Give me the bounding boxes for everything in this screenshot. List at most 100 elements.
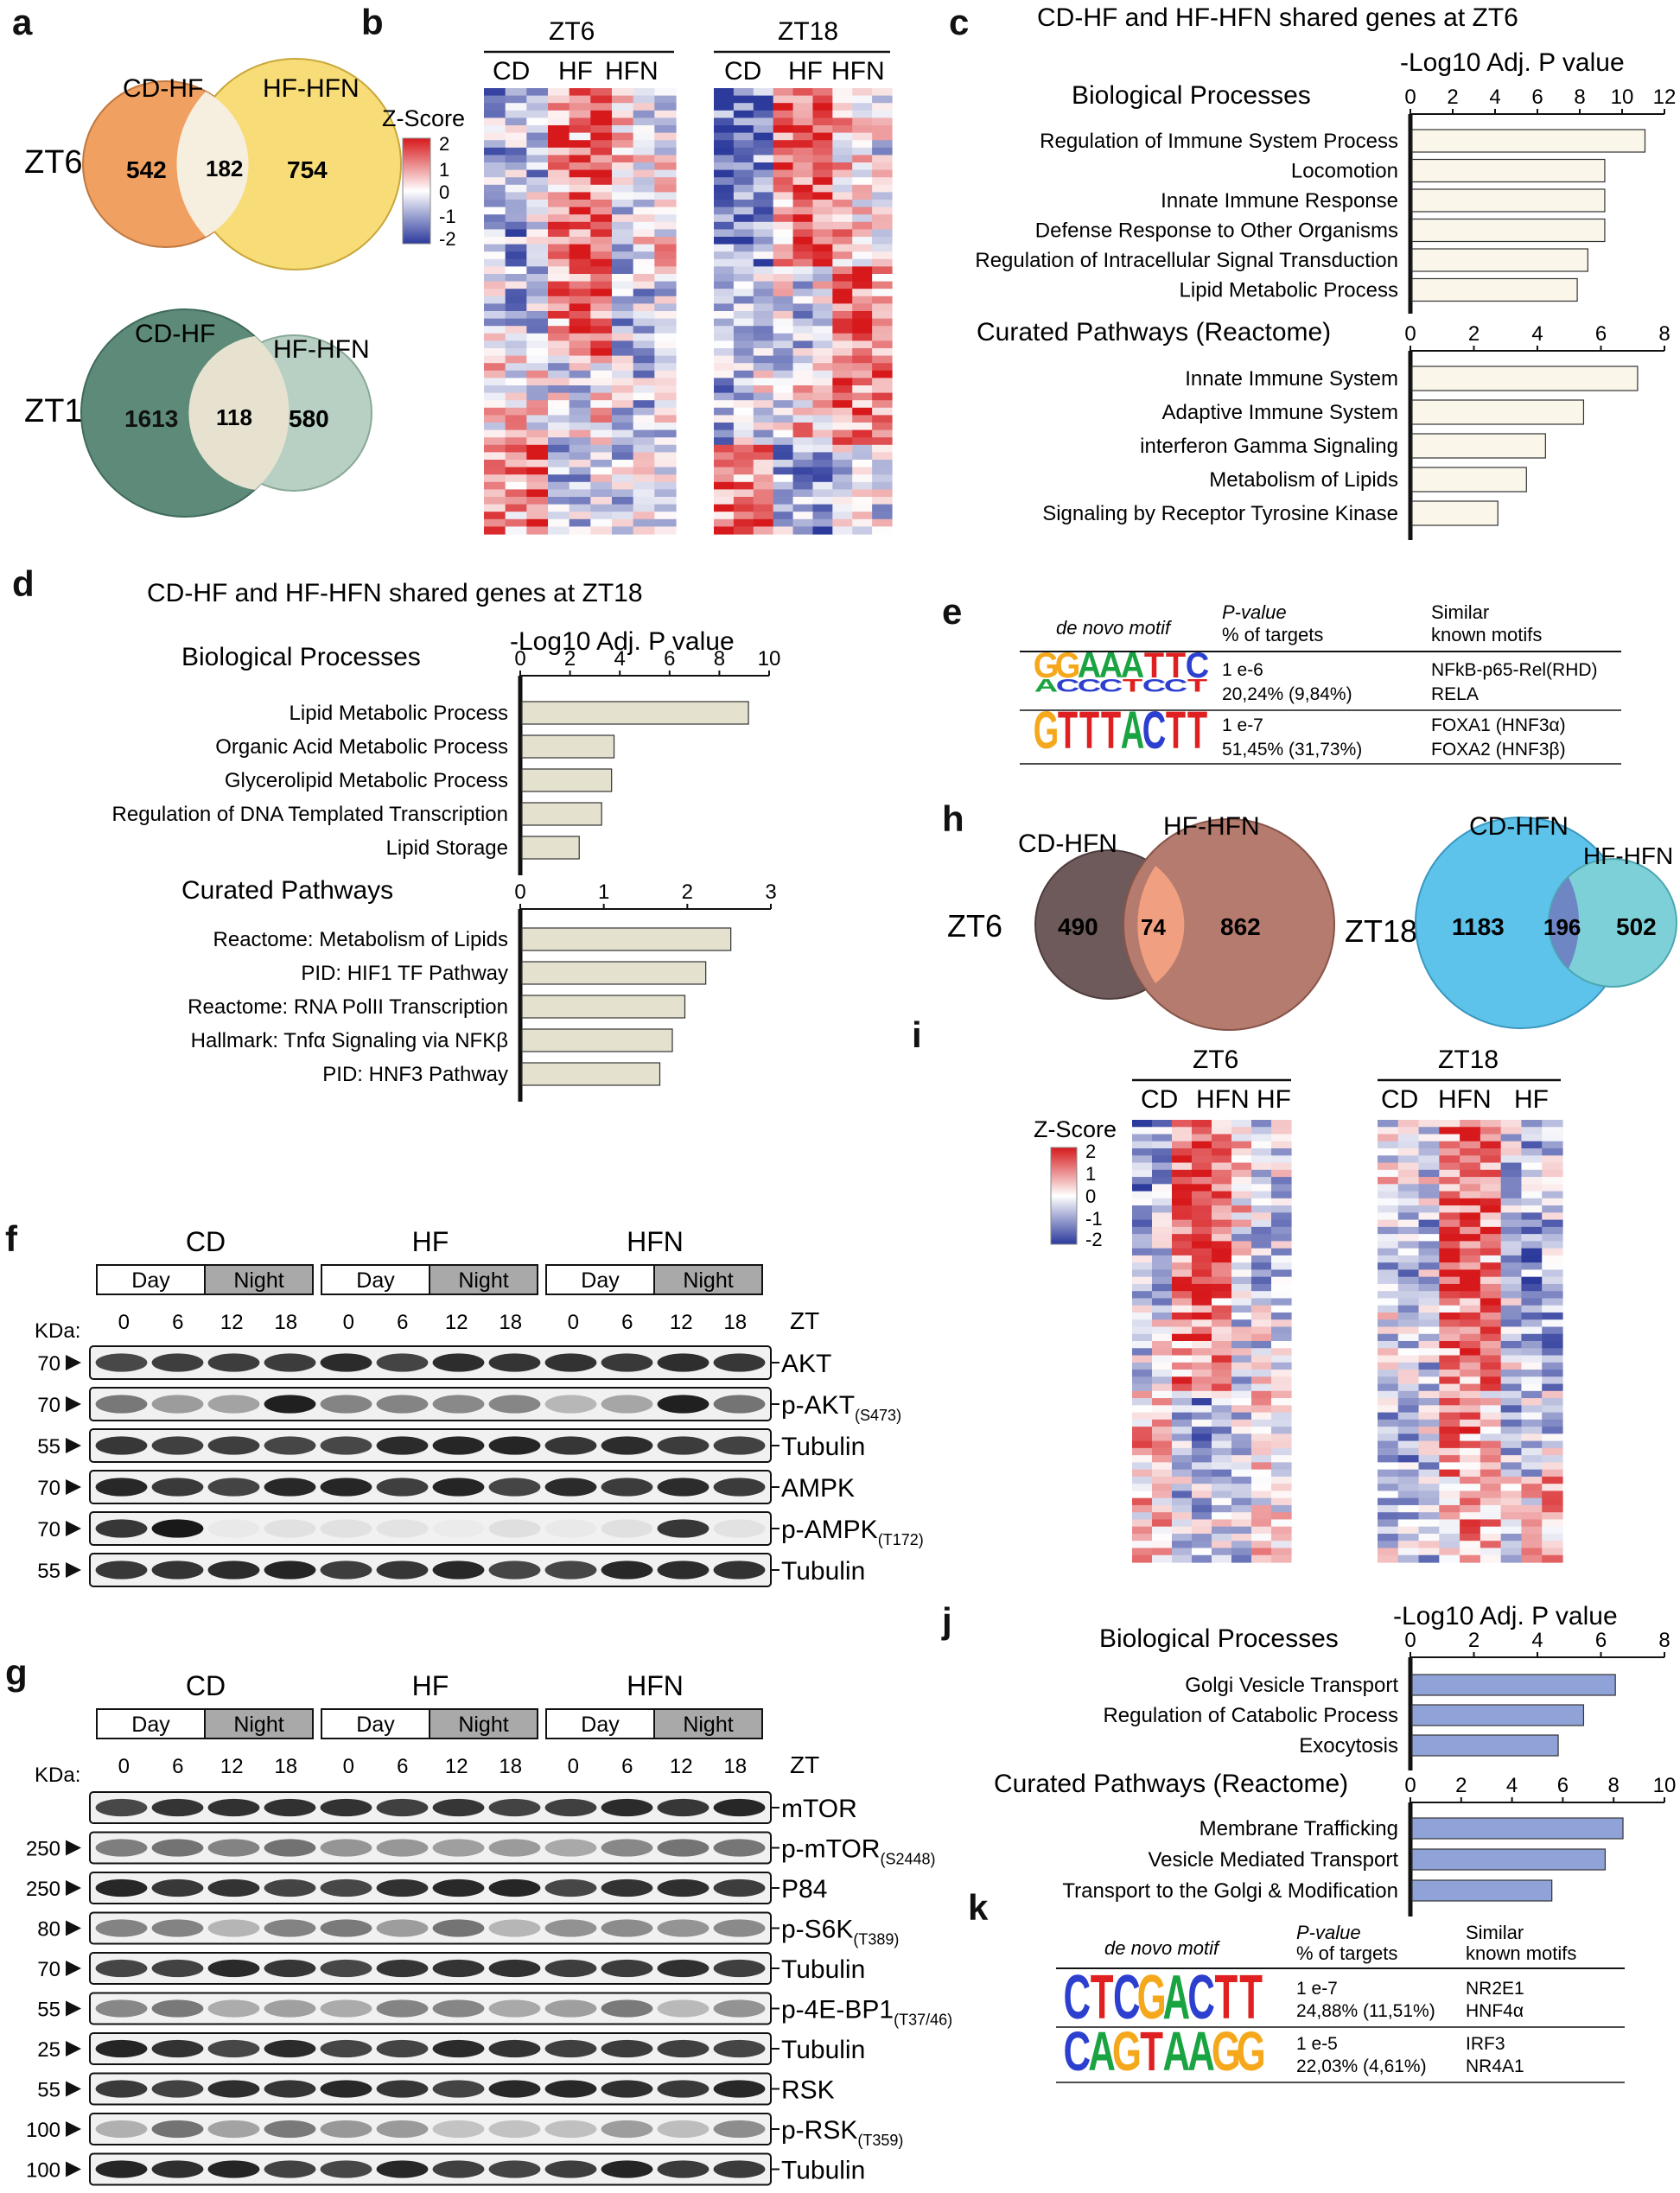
blot-band — [488, 2080, 541, 2098]
heatmap-cell — [1132, 1348, 1153, 1357]
heatmap-cell — [1271, 1519, 1292, 1528]
heatmap-cell — [1212, 1134, 1232, 1142]
heatmap-cell — [1521, 1162, 1543, 1171]
blot-band — [544, 1999, 597, 2018]
heatmap-cell — [505, 504, 527, 512]
heatmap-cell — [1378, 1390, 1399, 1399]
panel-letter-f: f — [5, 1218, 18, 1259]
heatmap-cell — [1152, 1554, 1173, 1563]
motif-letter: A — [1034, 675, 1059, 696]
motif-letter: T — [1187, 675, 1208, 696]
panel-a-venn-zt6: ZT6 CD-HF HF-HFN 542 182 754 — [24, 58, 402, 270]
heatmap-cell — [733, 415, 754, 423]
heatmap-cell — [832, 489, 853, 498]
heatmap-cell — [1500, 1212, 1523, 1221]
heatmap-cell — [812, 333, 833, 341]
heatmap-cell — [548, 429, 570, 438]
venn-left-count: 490 — [1058, 913, 1098, 940]
heatmap-cell — [1542, 1390, 1563, 1399]
zt-label: 12 — [220, 1755, 244, 1778]
heatmap-cell — [1480, 1162, 1502, 1171]
heatmap-cell — [773, 392, 794, 401]
heatmap-cell — [1542, 1155, 1563, 1164]
heatmap-cell — [792, 177, 814, 186]
heatmap-cell — [1192, 1169, 1212, 1178]
heatmap-cell — [526, 192, 549, 200]
heatmap-cell — [1271, 1148, 1292, 1156]
heatmap-cell — [1439, 1497, 1460, 1506]
heatmap-cell — [612, 103, 634, 111]
heatmap-cell — [1480, 1519, 1502, 1528]
heatmap-cell — [633, 155, 655, 163]
known-col-header: Similar — [1466, 1922, 1524, 1943]
heatmap-cell — [1152, 1319, 1173, 1328]
heatmap-cell — [1152, 1241, 1173, 1249]
heatmap-cell — [1378, 1177, 1399, 1185]
heatmap-cell — [812, 125, 833, 134]
heatmap-cell — [773, 303, 794, 312]
heatmap-cell — [1480, 1255, 1502, 1263]
heatmap-cell — [1231, 1462, 1252, 1471]
heatmap-cell — [505, 229, 527, 238]
chart-section-title: Biological Processes — [1072, 81, 1311, 110]
heatmap-cell — [548, 311, 570, 320]
heatmap-cell — [1192, 1234, 1212, 1242]
heatmap-cell — [548, 274, 570, 283]
blot-band — [657, 2120, 710, 2139]
bar — [521, 836, 580, 860]
venn-right-count: 580 — [289, 405, 329, 432]
heatmap-cell — [633, 140, 655, 149]
heatmap-cell — [1172, 1326, 1193, 1335]
heatmap-cell — [1521, 1341, 1543, 1349]
motif-letter: G — [1034, 701, 1060, 760]
blot-band — [488, 2120, 541, 2139]
heatmap-cell — [872, 251, 893, 260]
heatmap-cell — [1460, 1148, 1481, 1156]
heatmap-cell — [1271, 1319, 1292, 1328]
heatmap-cell — [1521, 1134, 1543, 1142]
panel-c-axis-title: -Log10 Adj. P value — [1400, 48, 1625, 77]
heatmap-cell — [1480, 1541, 1502, 1549]
heatmap-cell — [590, 155, 613, 163]
heatmap-cell — [1480, 1484, 1502, 1492]
heatmap-cell — [548, 207, 570, 215]
heatmap-cell — [1439, 1326, 1460, 1335]
heatmap-cell — [1542, 1462, 1563, 1471]
heatmap-cell — [569, 147, 591, 156]
heatmap-cell — [1542, 1305, 1563, 1313]
marker-kda: 100 — [26, 2159, 60, 2183]
heatmap-cell — [1378, 1291, 1399, 1300]
protein-label: mTOR — [781, 1795, 857, 1823]
heatmap-cell — [1378, 1427, 1399, 1434]
heatmap-cell — [1152, 1526, 1173, 1535]
blot-band — [544, 1436, 597, 1455]
heatmap-cell — [1231, 1440, 1252, 1449]
heatmap-cell — [773, 251, 794, 260]
heatmap-cell — [1397, 1127, 1420, 1135]
heatmap-cell — [1378, 1269, 1399, 1278]
heatmap-cell — [1397, 1383, 1420, 1392]
heatmap-cell — [773, 88, 794, 97]
heatmap-cell — [1132, 1427, 1153, 1434]
heatmap-cell — [832, 518, 853, 527]
x-tick-label: 10 — [758, 647, 781, 671]
heatmap-cell — [1480, 1341, 1502, 1349]
bar — [521, 734, 615, 759]
heatmap-cell — [1521, 1184, 1543, 1192]
heatmap-cell — [505, 385, 527, 394]
heatmap-cell — [753, 200, 774, 208]
heatmap-cell — [548, 244, 570, 252]
heatmap-cell — [1439, 1219, 1460, 1228]
heatmap-cell — [753, 392, 774, 401]
marker-kda: 70 — [37, 1352, 60, 1376]
zscore-tick: 1 — [439, 159, 449, 181]
heatmap-cell — [792, 355, 814, 364]
heatmap-cell — [526, 348, 549, 357]
heatmap-cell — [1521, 1519, 1543, 1528]
heatmap-cell — [590, 244, 613, 252]
heatmap-cell — [1378, 1234, 1399, 1242]
heatmap-cell — [773, 429, 794, 438]
heatmap-cell — [852, 385, 873, 394]
heatmap-cell — [1418, 1497, 1440, 1506]
heatmap-cell — [1172, 1398, 1193, 1406]
